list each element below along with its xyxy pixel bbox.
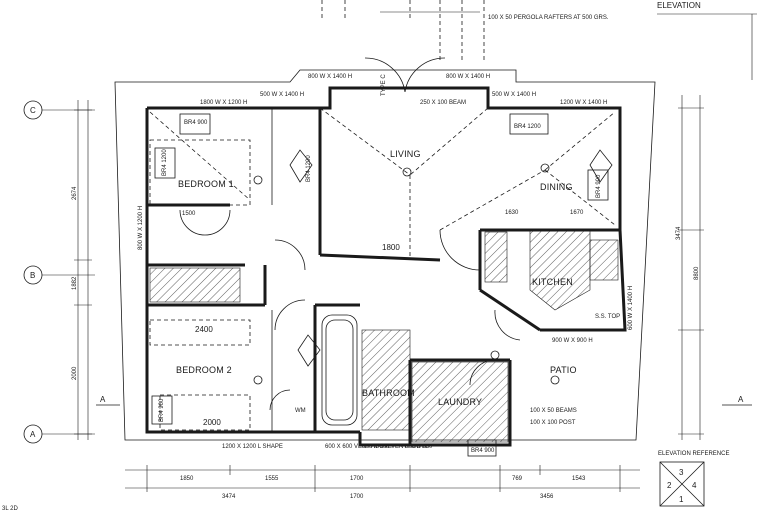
window-w4: 800 W X 1400 H (446, 74, 490, 80)
vent-w11: 600 X 600 VENT ABOVE (362, 444, 429, 450)
br4-b: BR4 1200 (162, 149, 168, 176)
dim-left-1: 2674 (72, 186, 78, 200)
br4-f: BR4 900 (471, 448, 495, 454)
room-dining: DINING (540, 182, 573, 192)
footnote-left: 3L 2D (2, 506, 18, 512)
bottom-dimension-lines (125, 465, 640, 492)
eave-outline (114, 69, 656, 441)
bath-tub (321, 314, 358, 426)
wm-label: WM (295, 408, 306, 414)
elevation-ref-3: 3 (679, 468, 684, 477)
room-bedroom2: BEDROOM 2 (176, 365, 232, 375)
window-w9: 1200 X 1200 L SHAPE (222, 444, 283, 450)
pantry-hatch (484, 231, 508, 283)
bath-tub-inner (325, 319, 354, 421)
br4-c: BR4 1200 (514, 124, 541, 130)
pergola-rafters (321, 0, 485, 60)
fridge-hatch (589, 239, 619, 281)
window-w12: 600 X 900 (405, 444, 433, 450)
elevation-ref-diamond (659, 461, 705, 507)
dim-bottom-4: 769 (512, 476, 523, 482)
light-fixtures (253, 163, 560, 385)
dim-bottom-7: 1700 (350, 494, 364, 500)
dim-bottom-6: 3474 (222, 494, 236, 500)
window-w7: 800 W X 1200 H (138, 206, 144, 250)
room-kitchen: KITCHEN (532, 277, 573, 287)
grid-a-label: A (30, 430, 36, 439)
room-bedroom1: BEDROOM 1 (178, 179, 234, 189)
dim-bottom-1: 1850 (180, 476, 194, 482)
hexagon-markers (289, 149, 613, 367)
window-w6: 1200 W X 1400 H (560, 100, 607, 106)
door-swings (179, 57, 521, 411)
dim-bottom-5: 1543 (572, 476, 586, 482)
dim-left-3: 2000 (72, 366, 78, 380)
section-a-right: A (738, 395, 744, 404)
dim-bottom-8: 3456 (540, 494, 554, 500)
elevation-ref-1: 1 (679, 495, 684, 504)
window-w3: 800 W X 1400 H (308, 74, 352, 80)
external-walls (145, 86, 627, 447)
br4-e: BR4 900 (159, 398, 165, 422)
grid-b-label: B (30, 271, 35, 280)
br4-a: BR4 900 (184, 120, 208, 126)
room-laundry: LAUNDRY (438, 397, 482, 407)
patio-post: 100 X 100 POST (530, 420, 576, 426)
section-a-left: A (100, 395, 106, 404)
grid-bubble-b (23, 265, 95, 285)
br4-box-f (467, 439, 497, 457)
window-w1: 1800 W X 1200 H (200, 100, 247, 106)
patio-beam: 100 X 50 BEAMS (530, 408, 577, 414)
elevation-ref-2: 2 (667, 481, 672, 490)
br4-box-c (509, 113, 549, 135)
ceiling-lines (149, 107, 616, 260)
br4-g: BR4 1200 (306, 155, 312, 182)
elevation-ref-title: ELEVATION REFERENCE (658, 451, 729, 457)
room-patio: PATIO (550, 365, 577, 375)
br4-box-e (151, 395, 173, 425)
laundry-hatch (411, 361, 509, 443)
window-w2: 500 W X 1400 H (260, 92, 304, 98)
ensuite-hatch (149, 267, 241, 303)
grid-c-label: C (30, 106, 36, 115)
pergola-note: 100 X 50 PERGOLA RAFTERS AT 500 GRS. (488, 15, 609, 21)
window-w5: 500 W X 1400 H (492, 92, 536, 98)
door-type-label: TYPE C (381, 74, 387, 96)
window-wir: 600 W X 1400 H (628, 286, 634, 330)
window-w8: 900 W X 900 H (552, 338, 593, 344)
br4-box-d (587, 169, 609, 201)
dim-right-1: 3474 (676, 226, 682, 240)
bedroom1-robe (149, 139, 251, 206)
room-bathroom: BATHROOM (362, 388, 415, 398)
bathroom-hatch (361, 329, 411, 431)
span-1800: 1800 (382, 243, 400, 252)
span-2400: 2400 (195, 325, 213, 334)
elevation-ref-4: 4 (692, 481, 697, 490)
br4-box-b (154, 147, 176, 179)
dim-1670: 1670 (570, 210, 584, 216)
elevation-top-label: ELEVATION (657, 1, 701, 10)
dim-1630: 1630 (505, 210, 519, 216)
vent-w10: 600 X 600 VENT ABOVE (325, 444, 392, 450)
br4-d: BR4 900 (596, 174, 602, 198)
bedroom2-robe-2 (159, 394, 251, 431)
left-dimension-lines (74, 100, 92, 440)
dim-bottom-3: 1700 (350, 476, 364, 482)
ss-top: S.S. TOP (595, 314, 620, 320)
span-2000: 2000 (203, 418, 221, 427)
dim-left-2: 1882 (72, 276, 78, 290)
dim-bottom-2: 1555 (265, 476, 279, 482)
room-living: LIVING (390, 149, 421, 159)
br4-box-a (179, 113, 211, 135)
bedroom2-robe (149, 319, 251, 346)
dim-right-2: 8800 (694, 266, 700, 280)
kitchen-hatch (529, 229, 591, 311)
right-dimension-lines (678, 95, 704, 440)
span-1500: 1500 (182, 211, 196, 217)
beam-label: 250 X 100 BEAM (420, 100, 466, 106)
